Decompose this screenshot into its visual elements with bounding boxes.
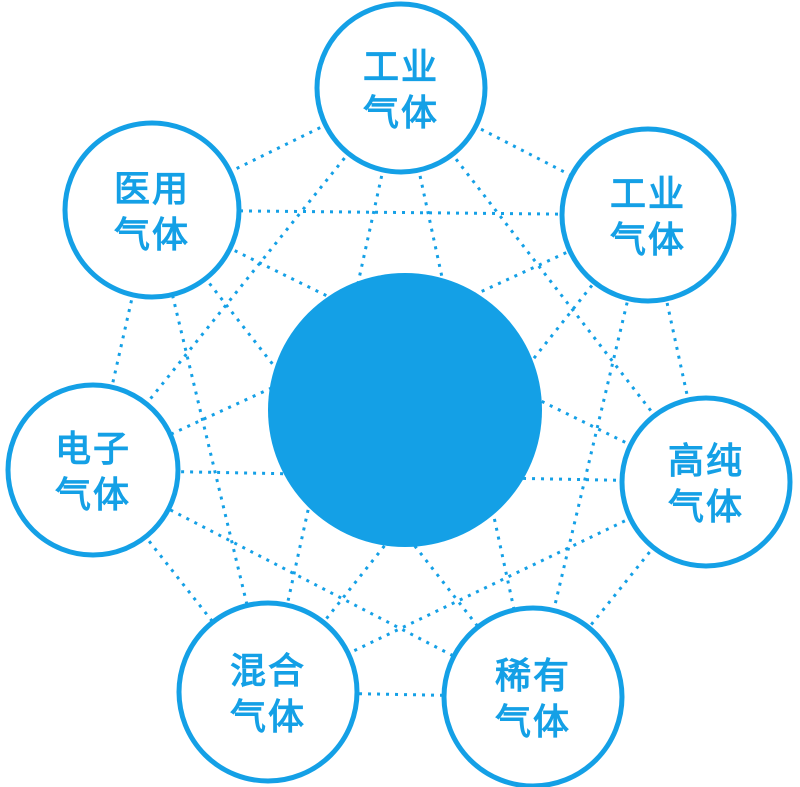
node-label-line: 高纯 (668, 441, 744, 482)
connector-industrial-gas-right--electronic-gas (92, 213, 649, 472)
node-electronic-gas: 电子气体 (5, 382, 181, 558)
node-circle-industrial-gas-right (559, 126, 737, 304)
node-label-line: 工业 (363, 47, 439, 88)
node-label-line: 工业 (610, 174, 686, 215)
node-label-line: 气体 (495, 702, 571, 743)
node-label-line: 稀有 (495, 656, 571, 697)
node-mixed-gas: 混合气体 (176, 600, 360, 784)
node-label-line: 医用 (114, 169, 190, 210)
node-high-purity-gas: 高纯气体 (619, 395, 793, 569)
node-label-high-purity-gas: 高纯气体 (668, 441, 744, 528)
node-industrial-gas-right: 工业气体 (559, 126, 737, 304)
node-label-industrial-gas-top: 工业气体 (363, 47, 439, 134)
node-circle-electronic-gas (5, 382, 181, 558)
node-circle-mixed-gas (176, 600, 360, 784)
node-label-line: 气体 (363, 93, 439, 134)
node-label-industrial-gas-right: 工业气体 (610, 174, 686, 261)
node-industrial-gas-top: 工业气体 (314, 1, 488, 175)
center-hub-circle (268, 273, 542, 547)
connector-rare-gas--medical-gas (150, 209, 535, 698)
node-circle-high-purity-gas (619, 395, 793, 569)
node-label-line: 气体 (114, 215, 190, 256)
node-label-mixed-gas: 混合气体 (230, 651, 306, 738)
node-label-electronic-gas: 电子气体 (55, 429, 131, 516)
connector-industrial-gas-top--mixed-gas (266, 87, 403, 693)
node-label-medical-gas: 医用气体 (114, 169, 190, 256)
node-label-rare-gas: 稀有气体 (495, 656, 571, 743)
node-medical-gas: 医用气体 (62, 120, 242, 300)
node-circle-industrial-gas-top (314, 1, 488, 175)
node-label-line: 气体 (55, 475, 131, 516)
node-label-line: 气体 (668, 487, 744, 528)
connector-industrial-gas-right--mixed-gas (266, 214, 650, 693)
node-circle-medical-gas (62, 120, 242, 300)
node-label-line: 气体 (610, 220, 686, 261)
node-label-line: 气体 (230, 697, 306, 738)
node-rare-gas: 稀有气体 (441, 605, 625, 787)
node-circle-rare-gas (441, 605, 625, 787)
node-label-line: 电子 (55, 429, 131, 470)
node-label-line: 混合 (230, 651, 306, 692)
